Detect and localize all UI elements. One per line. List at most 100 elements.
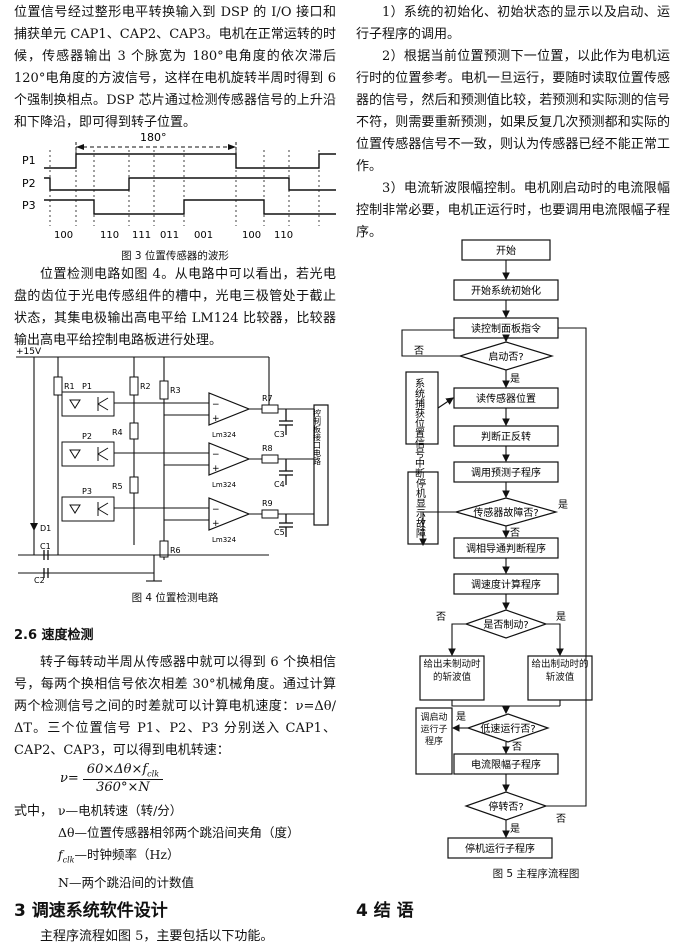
- sec4-heading: 4 结 语: [356, 901, 414, 921]
- fig3-code: 110: [274, 230, 293, 241]
- fig3-code: 001: [194, 230, 213, 241]
- fig4-opamp-1: − + Lm324: [208, 392, 251, 439]
- svg-text:是: 是: [510, 373, 520, 385]
- fig3-signal-p3: P3: [22, 199, 36, 212]
- fig4-sensor-p3: P3: [61, 487, 115, 522]
- fc-stop-run: [447, 837, 553, 859]
- svg-text:低速运行否?: 低速运行否?: [480, 722, 535, 735]
- fig3-wave-p2: [44, 177, 336, 191]
- fig4-label: D1: [40, 524, 51, 533]
- fig4-label: R7: [262, 394, 273, 403]
- fig4-intro-paragraph: 位置检测电路如图 4。从电路中可以看出，若光电盘的齿位于光电传感组件的槽中，光电…: [14, 267, 336, 348]
- intro-paragraph: 位置信号经过整形电平转换输入到 DSP 的 I/O 接口和捕获单元 CAP1、C…: [14, 5, 336, 130]
- fig4-label: R4: [112, 428, 123, 437]
- fig4-label: C4: [274, 480, 285, 489]
- svg-text:读传感器位置: 读传感器位置: [476, 392, 536, 405]
- svg-text:+: +: [212, 464, 220, 474]
- fig3-code: 110: [100, 230, 119, 241]
- svg-text:调速度计算程序: 调速度计算程序: [471, 578, 541, 591]
- svg-text:否: 否: [436, 611, 446, 623]
- fig4-label: C2: [34, 576, 45, 585]
- function-item-3: 3）电流斩波限幅控制。电机刚启动时的电流限幅控制非常必要，电机正运行时，也要调用…: [356, 181, 670, 240]
- fig3-code: 100: [54, 230, 73, 241]
- fc-run-sub: [415, 707, 453, 775]
- definition: N—两个跳沿间的计数值: [58, 874, 194, 890]
- svg-text:是: 是: [556, 611, 566, 623]
- definition: Δθ—位置传感器相邻两个跳沿间夹角（度）: [58, 825, 300, 840]
- fc-chop-yes: [527, 655, 593, 701]
- fig4-resistor-r9: [261, 509, 279, 519]
- fig3-wave-p1: [44, 153, 336, 169]
- svg-text:否: 否: [556, 813, 566, 825]
- formula-numerator-sub: clk: [147, 769, 160, 779]
- svg-text:电流限幅子程序: 电流限幅子程序: [471, 758, 541, 771]
- speed-formula: ν= 60×Δθ×fclk 360°×N: [60, 762, 164, 795]
- fig4-label: C5: [274, 528, 285, 537]
- fig4-supply-label: +15V: [16, 347, 42, 357]
- fc-chop-no: [419, 655, 485, 701]
- svg-text:P1: P1: [82, 382, 92, 391]
- sec3-heading: 3 调速系统软件设计: [14, 901, 168, 921]
- fig4-resistor-r3: [159, 380, 169, 400]
- svg-text:Lm324: Lm324: [212, 431, 237, 439]
- svg-text:+: +: [212, 414, 220, 424]
- svg-text:−: −: [212, 400, 220, 410]
- fig4-caption: 图 4 位置检测电路: [131, 592, 219, 604]
- definition: fclk—时钟频率（Hz）: [58, 847, 180, 865]
- fig4-output-block-label: 控制板接口电路: [313, 408, 322, 465]
- fig3-signal-p2: P2: [22, 177, 36, 190]
- fig4-opamp-3: − + Lm324: [208, 497, 251, 544]
- fig4-label: C3: [274, 430, 285, 439]
- svg-text:读控制面板指令: 读控制面板指令: [471, 322, 541, 335]
- fig3-code: 100: [242, 230, 261, 241]
- svg-text:P2: P2: [82, 432, 92, 441]
- fig3-angle-label: 180°: [140, 131, 167, 144]
- definition: ν—电机转速（转/分）: [58, 803, 183, 818]
- fc-stop-show: [407, 471, 439, 545]
- fig4-resistor-r2: [129, 376, 139, 396]
- svg-text:调用预测子程序: 调用预测子程序: [471, 466, 541, 479]
- svg-text:P3: P3: [82, 487, 92, 496]
- fc-brake-decision: [464, 609, 548, 639]
- formula-definitions: ν—电机转速（转/分） Δθ—位置传感器相邻两个跳沿间夹角（度） fclk—时钟…: [58, 800, 300, 894]
- svg-text:是: 是: [456, 711, 466, 723]
- fig4-circuit: +15V R1 R2 R3 P1 P2 P3 R4: [16, 347, 329, 585]
- fig4-label: R2: [140, 382, 151, 391]
- formula-denominator: 360°×N: [96, 779, 150, 795]
- sec26-heading: 2.6 速度检测: [14, 628, 94, 643]
- svg-text:开始: 开始: [496, 244, 516, 257]
- svg-text:是: 是: [510, 823, 520, 835]
- svg-text:开始系统初始化: 开始系统初始化: [471, 284, 541, 297]
- fc-lowspeed-decision: [466, 713, 550, 743]
- fig4-label: R5: [112, 482, 123, 491]
- svg-text:是: 是: [558, 499, 568, 511]
- svg-text:启动否?: 启动否?: [488, 350, 523, 363]
- fig5-caption: 图 5 主程序流程图: [492, 868, 580, 880]
- svg-text:−: −: [212, 505, 220, 515]
- fig4-diode-d1: [30, 523, 38, 531]
- fig4-resistor-r5: [129, 476, 139, 494]
- fig4-opamp-2: −+ Lm324: [208, 442, 251, 489]
- fig4-label: R1: [64, 382, 75, 391]
- sec26-paragraph: 转子每转动半周从传感器中就可以得到 6 个换相信号，每两个换相信号依次相差 30…: [14, 655, 336, 758]
- fig4-resistor-r7: [261, 404, 279, 414]
- fig3-waveform: 180° P1 P2 P3 100 110 111 011 001 100 11…: [22, 131, 336, 241]
- svg-text:−: −: [212, 450, 220, 460]
- function-item-1: 1）系统的初始化、初始状态的显示以及启动、运行子程序的调用。: [356, 5, 670, 42]
- fig4-sensor-p1: P1: [61, 382, 115, 417]
- formula-lhs: ν=: [60, 770, 79, 786]
- fig4-label: R6: [170, 546, 181, 555]
- sec3-paragraph: 主程序流程如图 5，主要包括以下功能。: [40, 929, 274, 944]
- fig4-resistor-r1: [53, 376, 63, 396]
- svg-text:Lm324: Lm324: [212, 536, 237, 544]
- fig3-caption: 图 3 位置传感器的波形: [121, 250, 229, 262]
- fig3-code: 011: [160, 230, 179, 241]
- formula-numerator: 60×Δθ×f: [86, 762, 148, 777]
- svg-text:否: 否: [512, 741, 522, 753]
- fig3-code: 111: [132, 230, 151, 241]
- fig4-resistor-r6: [159, 540, 169, 558]
- svg-text:+: +: [212, 519, 220, 529]
- svg-text:是否制动?: 是否制动?: [483, 618, 528, 631]
- svg-text:否: 否: [414, 345, 424, 357]
- svg-text:调相导通判断程序: 调相导通判断程序: [466, 542, 546, 555]
